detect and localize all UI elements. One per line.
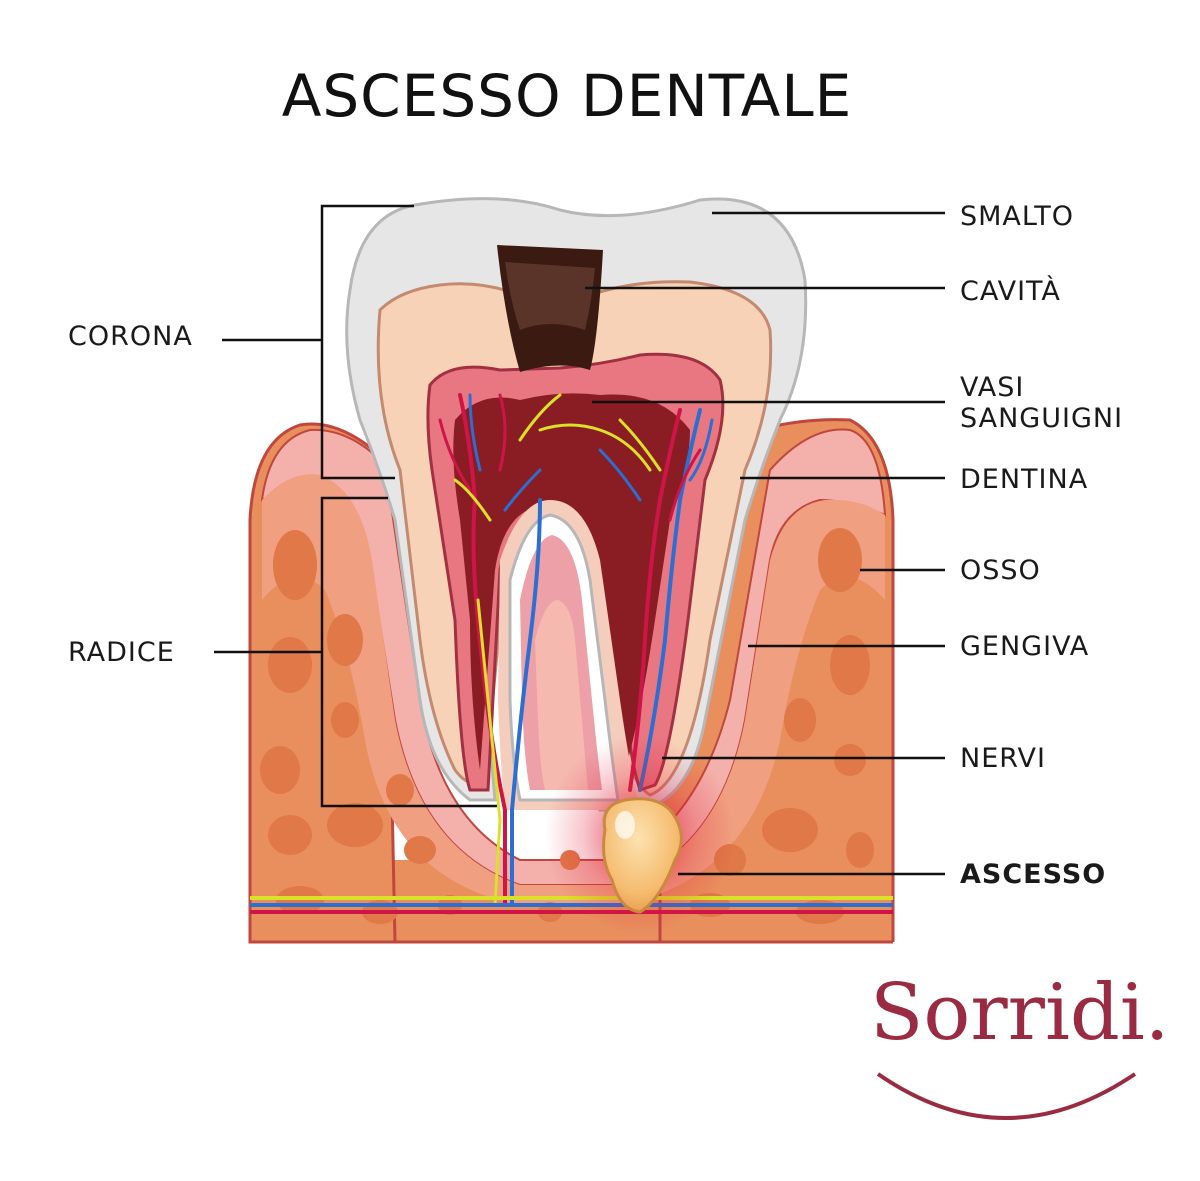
label-corona: CORONA bbox=[68, 321, 193, 352]
label-dentina: DENTINA bbox=[960, 464, 1089, 495]
label-osso: OSSO bbox=[960, 555, 1041, 586]
abscess bbox=[545, 735, 735, 935]
label-radice: RADICE bbox=[68, 637, 175, 668]
label-nervi: NERVI bbox=[960, 743, 1046, 774]
label-cavita: CAVITÀ bbox=[960, 276, 1061, 307]
brand-logo-text: Sorridi. bbox=[870, 968, 1170, 1058]
vessels bbox=[438, 393, 714, 907]
label-vasi-line1: VASI bbox=[960, 372, 1025, 403]
brand-swoosh bbox=[876, 1072, 1137, 1120]
label-smalto: SMALTO bbox=[960, 201, 1074, 232]
leader-lines bbox=[214, 204, 945, 876]
label-ascesso: ASCESSO bbox=[960, 859, 1107, 890]
label-vasi-line2: SANGUIGNI bbox=[960, 403, 1124, 434]
page-title: ASCESSO DENTALE bbox=[281, 62, 853, 130]
cavity bbox=[497, 245, 603, 372]
label-gengiva: GENGIVA bbox=[960, 631, 1090, 662]
